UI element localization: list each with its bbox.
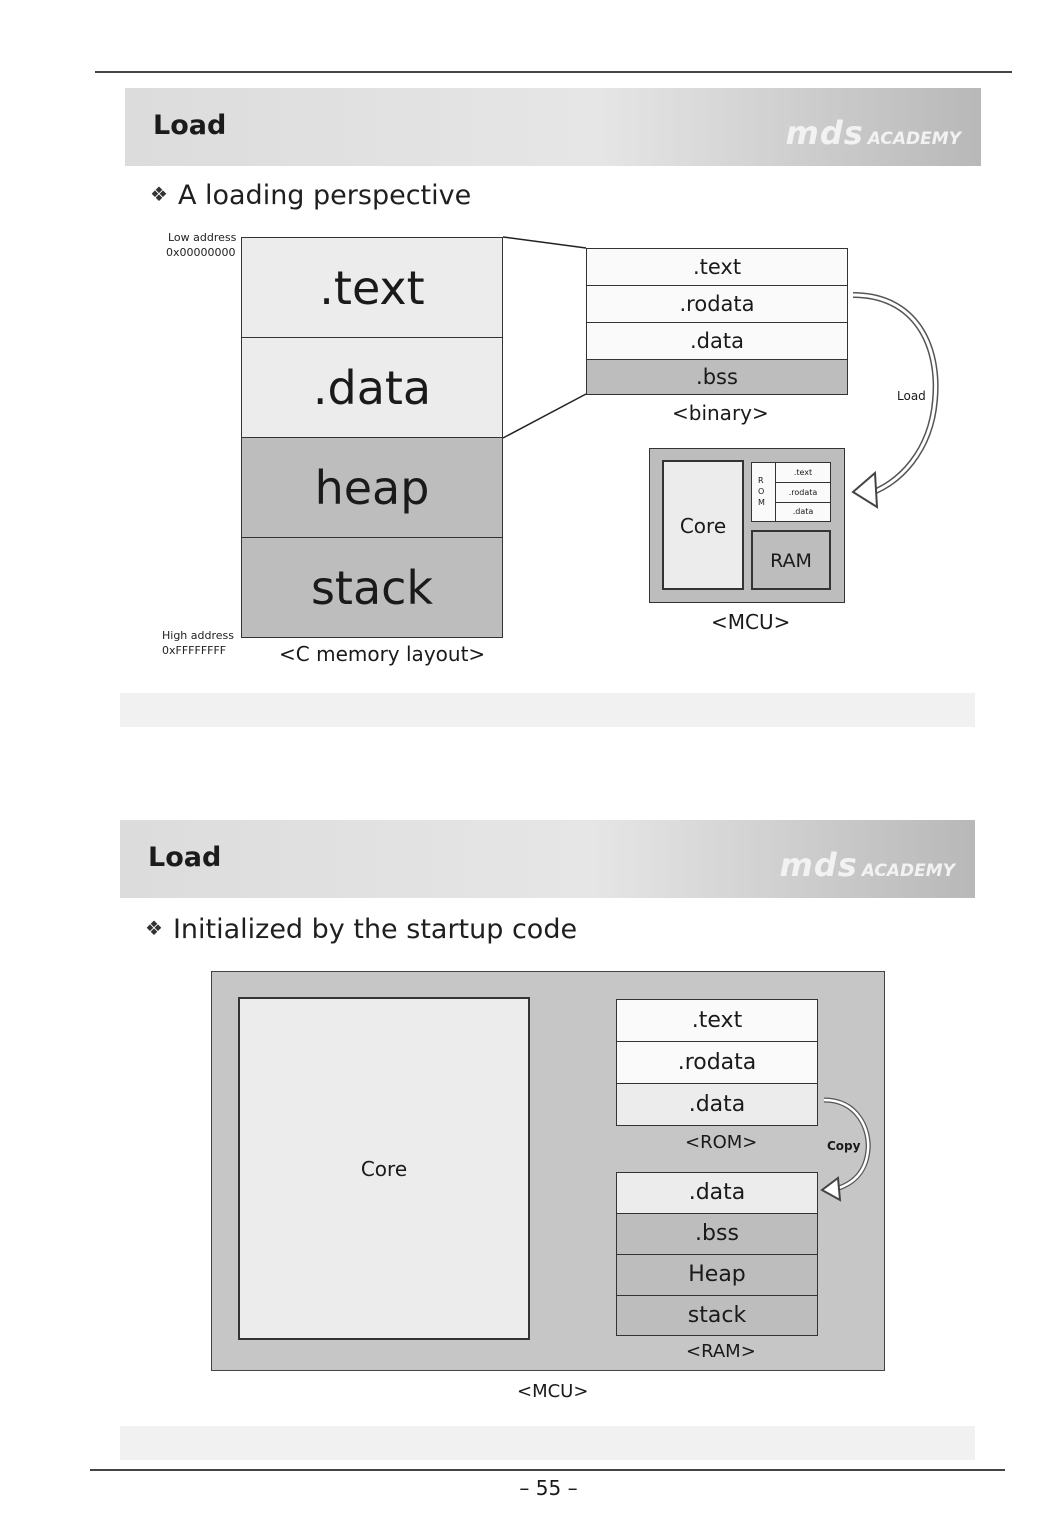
rom-letter-o: O [758, 487, 765, 496]
copy-arrow-icon [820, 1097, 871, 1202]
slide2-bullet: ❖Initialized by the startup code [145, 914, 578, 945]
mcu-rom-text: .text [775, 462, 831, 483]
diamond-bullet-icon: ❖ [145, 916, 163, 940]
ram-caption: <RAM> [686, 1341, 756, 1362]
high-address-value: 0xFFFFFFFF [162, 644, 227, 657]
load-arrow-icon [851, 292, 939, 509]
rom-section-text: .text [616, 999, 818, 1042]
binary-section-rodata: .rodata [586, 285, 848, 323]
slide1-bullet: ❖A loading perspective [150, 180, 472, 211]
binary-section-data: .data [586, 322, 848, 360]
ram-section-stack: stack [616, 1295, 818, 1336]
slide2-title: Load [148, 842, 222, 873]
binary-section-text: .text [586, 248, 848, 286]
mcu-rom-data: .data [775, 502, 831, 522]
slide2-footer-bar [120, 1426, 975, 1460]
low-address-label: Low address [168, 231, 237, 244]
page-number: – 55 – [519, 1476, 578, 1500]
memory-section-data: .data [241, 337, 503, 438]
bottom-rule [90, 1469, 1005, 1471]
memory-layout-caption: <C memory layout> [279, 642, 486, 666]
rom-section-rodata: .rodata [616, 1041, 818, 1084]
slide1-footer-bar [120, 693, 975, 727]
rom-letter-m: M [758, 498, 765, 507]
rom-section-data: .data [616, 1083, 818, 1126]
load-arrow-label: Load [897, 389, 926, 403]
mcu-small-ram: RAM [751, 530, 831, 590]
mcu-rom-rodata: .rodata [775, 482, 831, 503]
top-rule [95, 71, 1012, 73]
slide1-title: Load [153, 110, 227, 141]
ram-section-heap: Heap [616, 1254, 818, 1296]
rom-letter-r: R [758, 476, 764, 485]
binary-caption: <binary> [672, 401, 769, 425]
expansion-connector-lines [502, 236, 587, 439]
binary-section-bss: .bss [586, 359, 848, 395]
mcu-small-caption: <MCU> [711, 610, 791, 634]
ram-section-data: .data [616, 1172, 818, 1214]
rom-caption: <ROM> [685, 1132, 758, 1153]
memory-section-stack: stack [241, 537, 503, 638]
mcu-small-core: Core [662, 460, 744, 590]
mcu-large-caption: <MCU> [517, 1381, 589, 1402]
diamond-bullet-icon: ❖ [150, 182, 168, 206]
low-address-value: 0x00000000 [166, 246, 236, 259]
high-address-label: High address [162, 629, 234, 642]
ram-section-bss: .bss [616, 1213, 818, 1255]
memory-section-text: .text [241, 237, 503, 338]
mcu-core: Core [238, 997, 530, 1340]
copy-label: Copy [827, 1139, 861, 1153]
